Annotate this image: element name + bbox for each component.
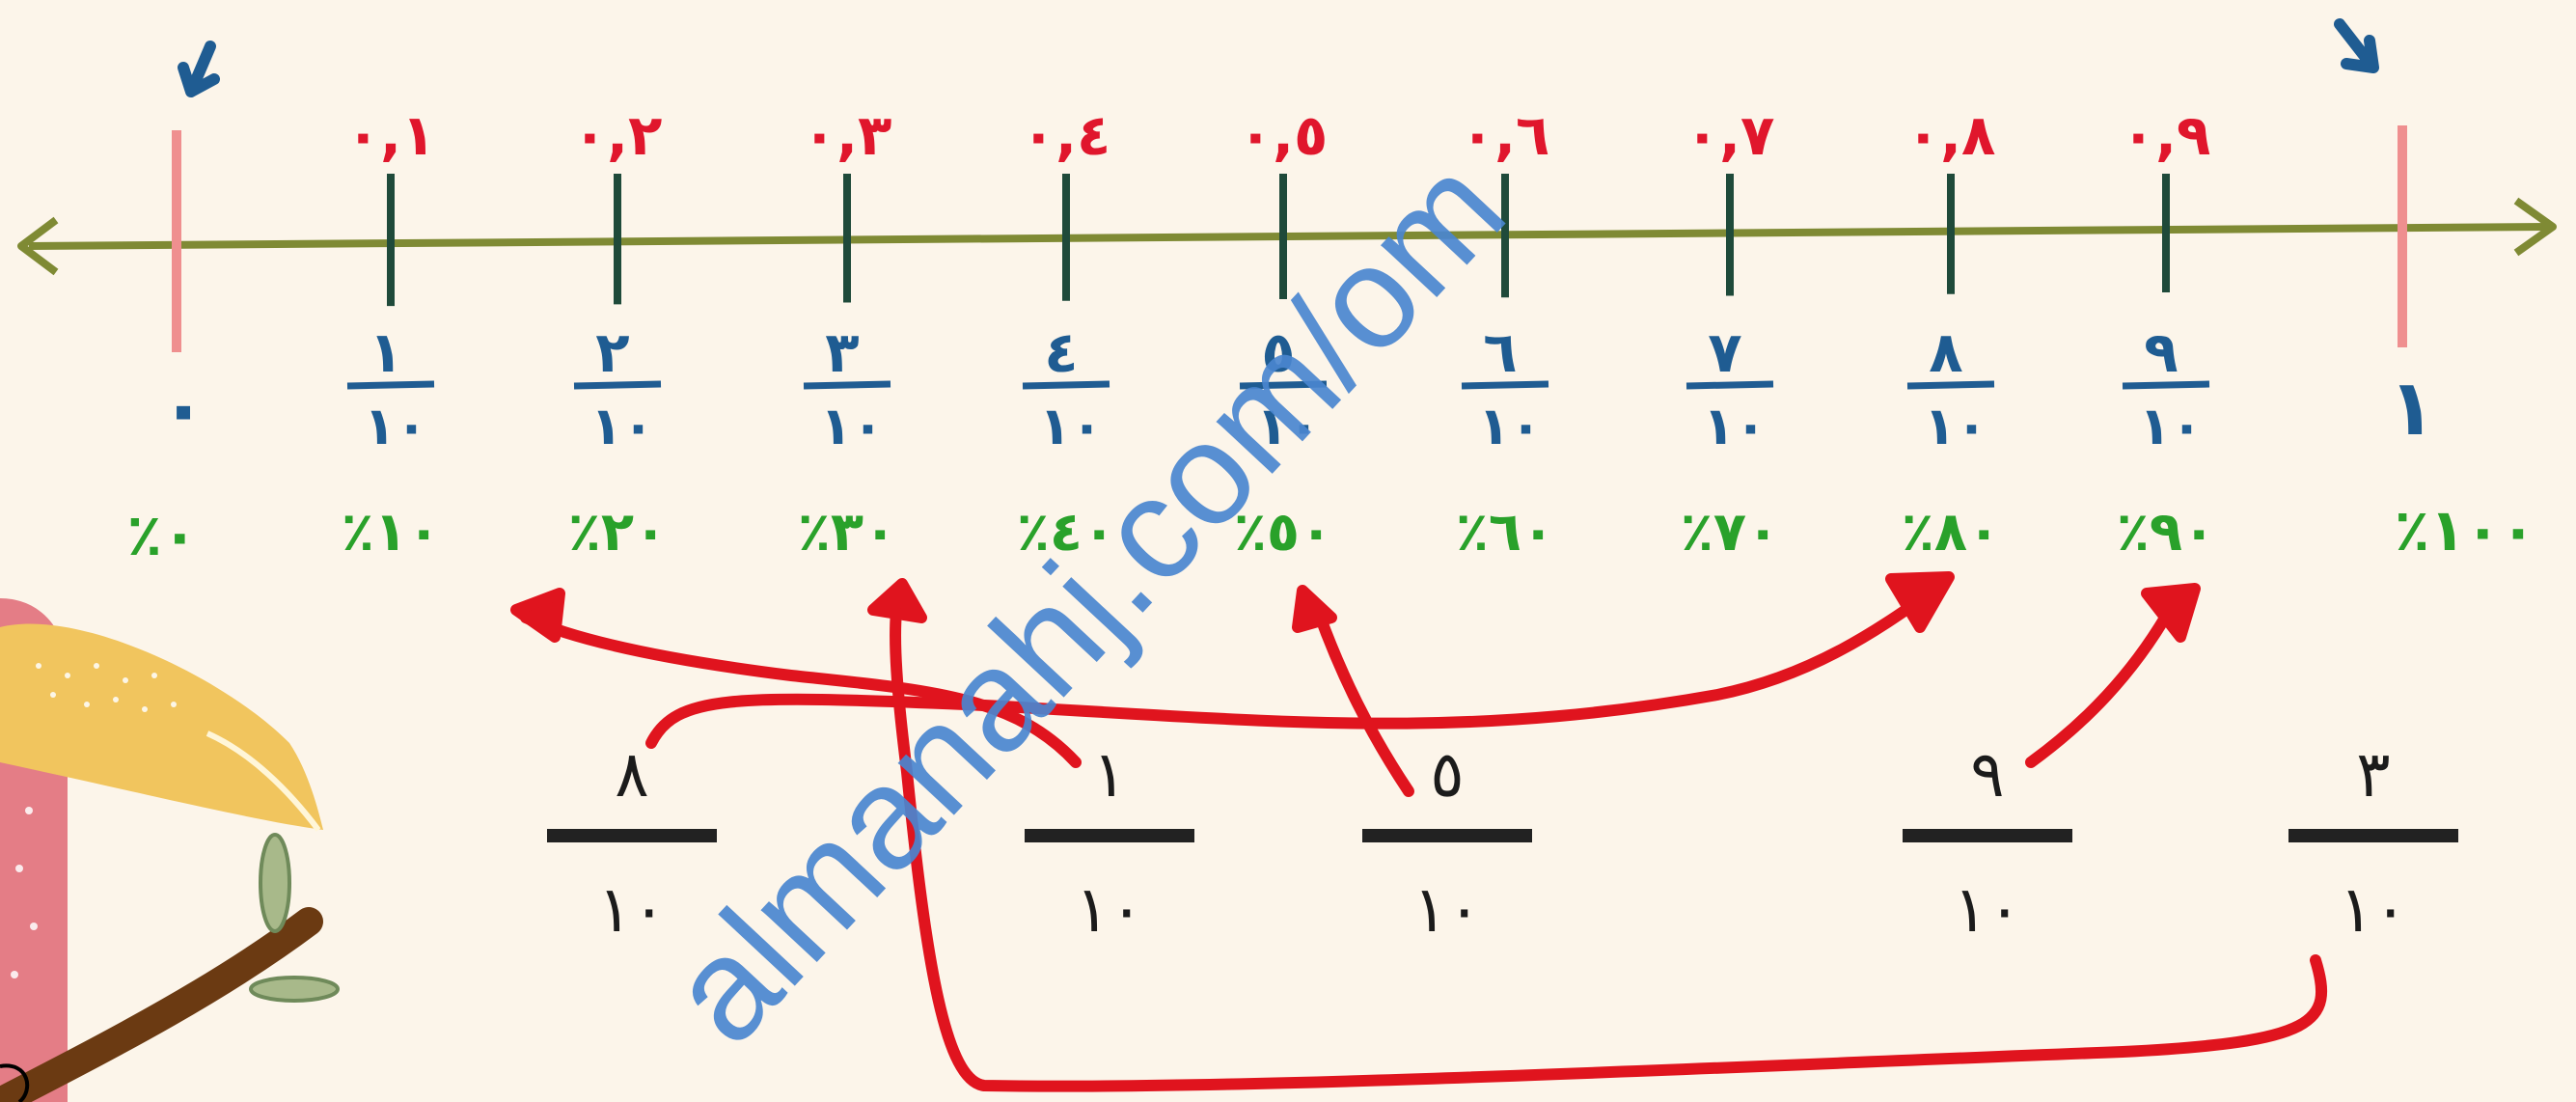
fraction-label-denominator: ١٠: [2139, 396, 2203, 456]
fraction-label-denominator: ١٠: [364, 396, 427, 456]
fraction-label-numerator: ٣: [825, 319, 859, 385]
fraction-label-bar: [573, 380, 662, 390]
arrow-8-to-80: [645, 588, 1935, 749]
tick-marks: ٠,١ ١ ١٠ ٪١٠ ٠,٢ ٢ ١٠ ٪٢٠ ٠,٣ ٣ ١٠ ٪٣٠ ٠,٤ ٤ ١٠ ٪٤٠ ٠,٥ ٥…: [342, 102, 2216, 564]
fraction-exercise: ٣ ١٠: [2288, 737, 2458, 947]
arrowhead-30: [867, 578, 927, 623]
percent-label: ٪٨٠: [1902, 501, 2001, 564]
zero-pointer-arrow-icon: [178, 41, 220, 97]
fraction-denominator: ١٠: [1954, 872, 2022, 947]
fraction-label-denominator: ١٠: [1478, 396, 1542, 456]
number-line-axis: [17, 197, 2557, 276]
percent-label-zero: ٪٠: [126, 502, 197, 569]
fraction-label-numerator: ٧: [1708, 319, 1741, 385]
fraction-label-numerator: ٨: [1929, 319, 1962, 385]
fraction-numerator: ٥: [1430, 737, 1464, 812]
decimal-label: ٠,٢: [573, 102, 663, 168]
fraction-numerator: ١: [1092, 737, 1126, 812]
decimal-label: ٠,٧: [1685, 102, 1775, 168]
fraction-label-bar: [1906, 380, 1995, 390]
arrow-3-to-30: [890, 597, 2328, 1092]
fraction-exercise: ١ ١٠: [1025, 737, 1194, 947]
fraction-label-denominator: ١٠: [1703, 396, 1767, 456]
fraction-denominator: ١٠: [1076, 872, 1144, 947]
fraction-exercises: ٨ ١٠ ١ ١٠ ٥ ١٠ ٩ ١٠ ٣ ١٠: [547, 737, 2458, 947]
one-label: ١: [2389, 363, 2436, 453]
zero-label: ٠: [160, 363, 207, 453]
fraction-numerator: ٩: [1970, 737, 2004, 812]
fraction-exercise: ٨ ١٠: [547, 737, 717, 947]
fraction-label-numerator: ٩: [2144, 319, 2178, 385]
decimal-label: ٠,٩: [2122, 102, 2211, 168]
percent-label: ٪٣٠: [798, 501, 897, 564]
fraction-label-numerator: ٥: [1261, 319, 1295, 385]
decimal-label: ٠,٥: [1239, 102, 1329, 168]
fraction-label-denominator: ١٠: [1256, 396, 1320, 456]
percent-label: ٪٥٠: [1234, 501, 1333, 564]
fraction-numerator: ٨: [615, 737, 648, 812]
fraction-label-bar: [1239, 380, 1328, 390]
arrowhead-80: [1885, 571, 1955, 633]
decimal-label: ٠,٣: [803, 102, 892, 168]
arrow-1-to-10: [520, 612, 1082, 768]
percent-label: ٪٢٠: [568, 501, 668, 564]
decimal-label: ٠,٨: [1906, 102, 1996, 168]
fraction-label-bar: [346, 380, 435, 390]
percent-label: ٪٧٠: [1681, 501, 1780, 564]
fraction-label-bar: [803, 380, 891, 390]
fraction-label-bar: [1685, 380, 1774, 390]
decimal-label: ٠,٦: [1461, 102, 1550, 168]
fraction-denominator: ١٠: [598, 872, 667, 947]
fraction-label-bar: [1461, 380, 1549, 390]
fraction-label-bar: [1022, 380, 1110, 390]
arrow-9-to-90: [2025, 602, 2177, 768]
fraction-exercise: ٥ ١٠: [1362, 737, 1532, 947]
fraction-numerator: ٣: [2356, 737, 2390, 812]
percent-label: ٪٦٠: [1456, 501, 1555, 564]
fraction-label-bar: [2122, 380, 2210, 390]
percent-label: ٪٩٠: [2117, 501, 2216, 564]
fraction-label-denominator: ١٠: [1039, 396, 1103, 456]
arrow-5-to-50: [1311, 602, 1414, 797]
fraction-denominator: ١٠: [1413, 872, 1482, 947]
fraction-denominator: ١٠: [2340, 872, 2408, 947]
arrowhead-10: [510, 588, 565, 643]
arrowhead-90: [2141, 583, 2201, 643]
fraction-label-numerator: ١: [369, 319, 402, 385]
fraction-label-numerator: ٦: [1483, 319, 1517, 385]
fraction-label-numerator: ٢: [595, 319, 629, 385]
fraction-label-denominator: ١٠: [590, 396, 654, 456]
one-pointer-arrow-icon: [2334, 18, 2379, 73]
fraction-label-numerator: ٤: [1044, 319, 1078, 385]
decimal-label: ٠,٤: [1022, 102, 1111, 168]
fraction-label-denominator: ١٠: [820, 396, 884, 456]
arrowhead-50: [1292, 585, 1337, 633]
bird-illustration: [0, 598, 340, 1102]
fraction-exercise: ٩ ١٠: [1903, 737, 2072, 947]
percent-label-hundred: ٪١٠٠: [2395, 497, 2536, 565]
percent-label: ٪١٠: [342, 501, 441, 564]
percent-label: ٪٤٠: [1017, 501, 1116, 564]
decimal-label: ٠,١: [346, 102, 436, 168]
matching-arrows: [510, 571, 2328, 1092]
fraction-label-denominator: ١٠: [1924, 396, 1987, 456]
